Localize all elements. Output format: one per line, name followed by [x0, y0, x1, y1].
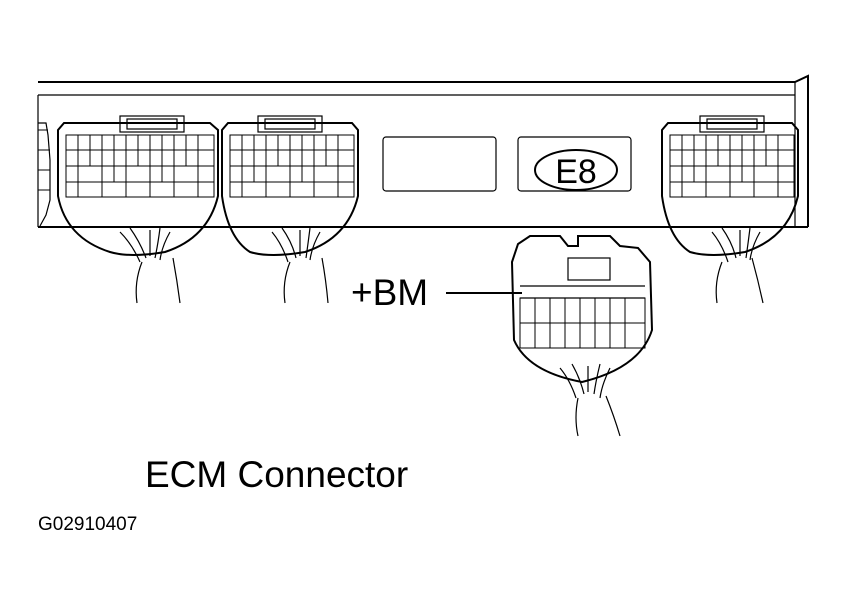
- figure-code: G02910407: [38, 514, 137, 535]
- e8-unplugged-connector: [510, 235, 654, 437]
- diagram-title: ECM Connector: [145, 454, 408, 495]
- ecm-connector-3: [661, 115, 799, 304]
- pin-label: +BM: [351, 272, 428, 313]
- empty-socket-window: [382, 136, 497, 192]
- left-partial-connector: [38, 122, 51, 227]
- e8-marker: E8: [534, 149, 618, 191]
- e8-socket-window: [517, 136, 632, 192]
- ecm-connector-1: [57, 115, 219, 304]
- connector-id: E8: [555, 153, 597, 191]
- ecm-housing: [37, 74, 809, 228]
- ecm-connector-2: [221, 115, 359, 304]
